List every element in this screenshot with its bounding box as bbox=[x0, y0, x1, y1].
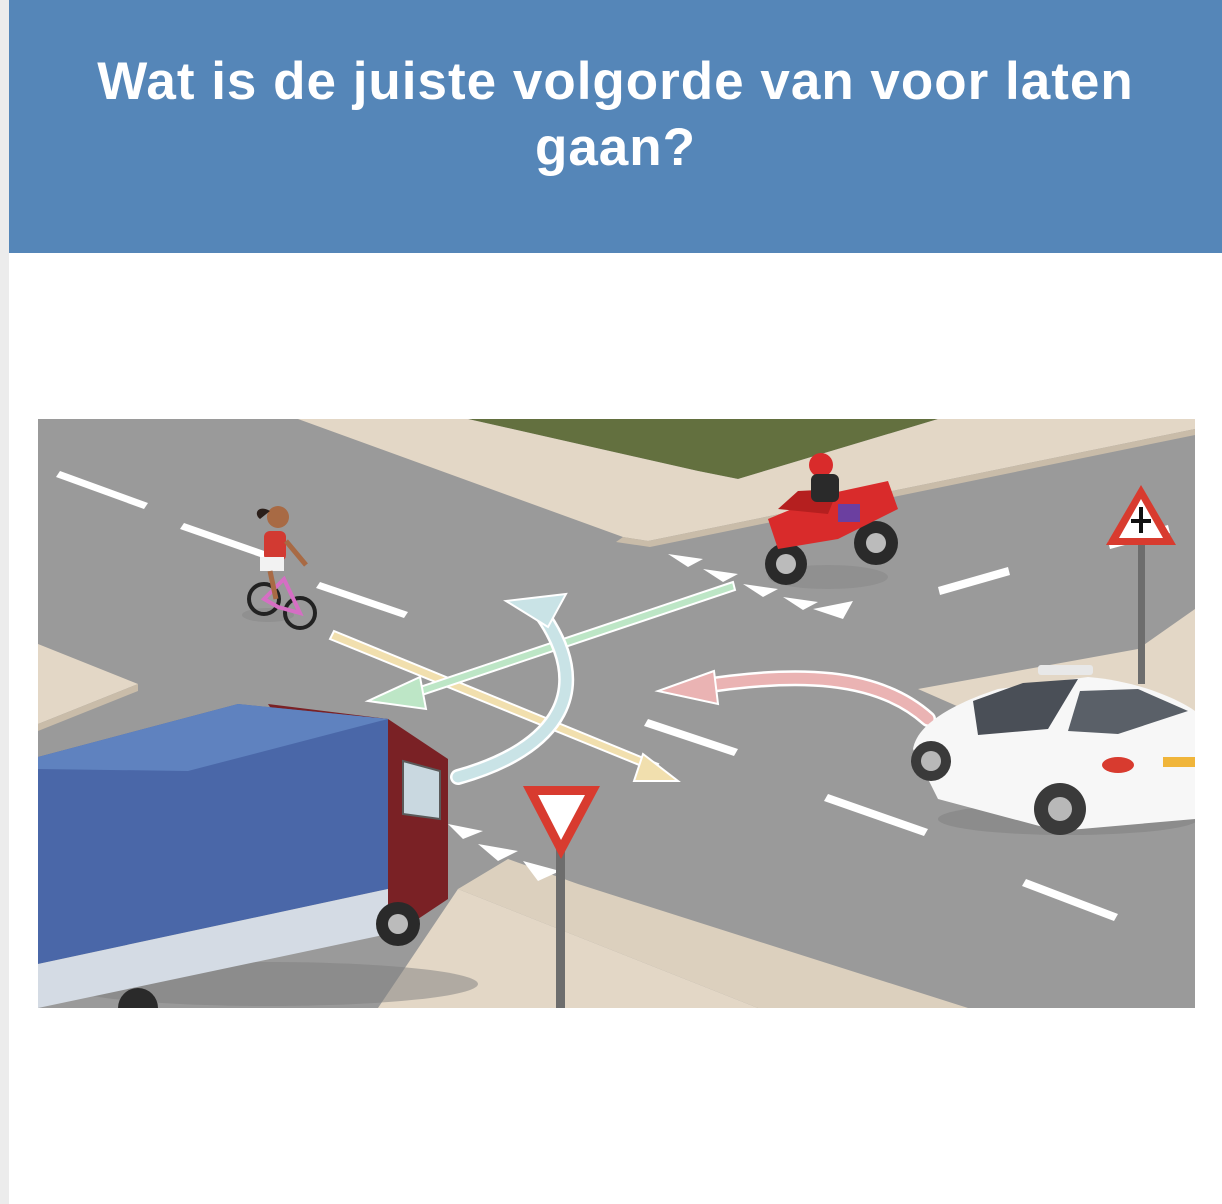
sidewalk-left bbox=[38, 644, 138, 724]
truck bbox=[38, 704, 478, 1008]
shark-teeth-top bbox=[668, 554, 853, 619]
priority-crossroad-sign bbox=[1106, 485, 1176, 684]
left-edge-strip bbox=[0, 0, 9, 1204]
intersection-illustration bbox=[38, 419, 1195, 1008]
yield-sign bbox=[523, 786, 600, 1008]
grass-area bbox=[468, 419, 938, 479]
direction-arrows bbox=[328, 580, 936, 785]
motorcycle bbox=[765, 453, 898, 589]
question-title: Wat is de juiste volgorde van voor laten… bbox=[97, 51, 1134, 177]
question-header: Wat is de juiste volgorde van voor laten… bbox=[9, 0, 1222, 253]
curb-left bbox=[38, 684, 138, 731]
sidewalk-top bbox=[298, 419, 1195, 541]
cyclist bbox=[242, 506, 317, 630]
shark-teeth-bottom bbox=[448, 824, 560, 881]
sidewalk-bottom bbox=[378, 889, 758, 1008]
white-car bbox=[911, 665, 1195, 835]
